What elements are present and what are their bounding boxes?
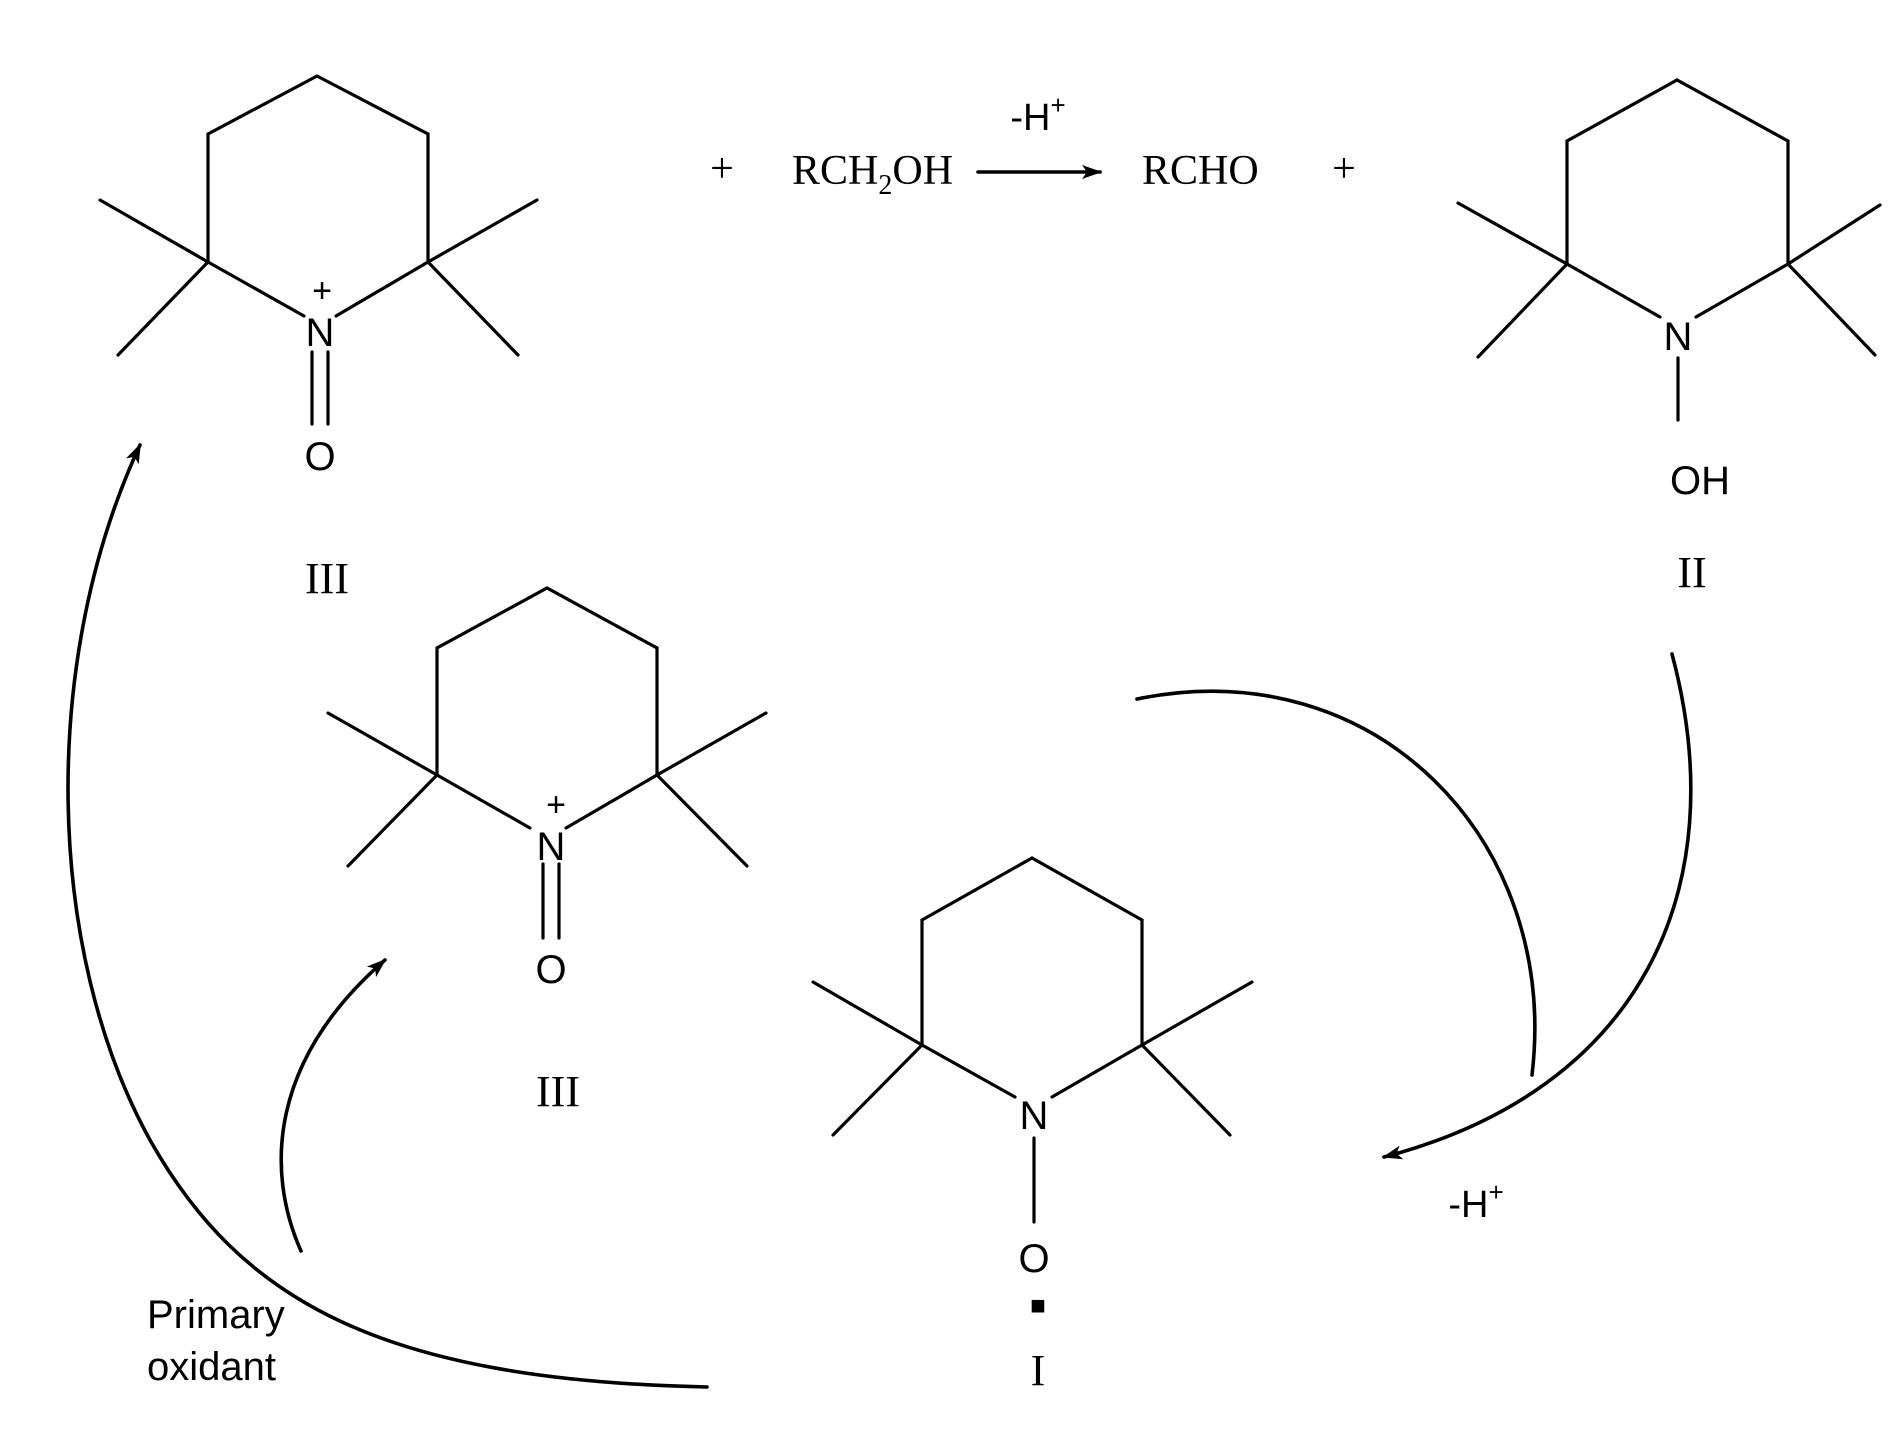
oxygen-atom: O	[535, 948, 566, 992]
primary-oxidant-label: oxidant	[147, 1345, 276, 1389]
deprotonation-label: -H+	[1448, 1177, 1503, 1226]
radical-dot: ■	[1030, 1290, 1046, 1320]
hydroxyl-group: OH	[1670, 459, 1730, 503]
reaction-equation: + RCH2OH -H+ RCHO +	[710, 90, 1356, 201]
arrow-II-to-I-deprotonation	[1384, 654, 1691, 1157]
compound-III-middle: N + O III	[328, 588, 766, 1116]
compound-II-top-right: N OH II	[1458, 80, 1880, 597]
positive-charge: +	[312, 272, 332, 310]
oxygen-atom: O	[304, 435, 335, 479]
plus-sign: +	[710, 146, 734, 192]
positive-charge: +	[546, 786, 566, 824]
oxygen-atom: O	[1018, 1237, 1049, 1281]
compound-III-top-left: N + O III	[100, 76, 537, 603]
product-rcho: RCHO	[1142, 148, 1259, 194]
nitrogen-atom: N	[306, 311, 335, 355]
nitrogen-atom: N	[1664, 315, 1693, 359]
nitrogen-atom: N	[1020, 1094, 1049, 1138]
arrow-primary-oxidant-to-III-middle	[281, 960, 385, 1251]
nitrogen-atom: N	[537, 825, 566, 869]
compound-label-I: I	[1031, 1346, 1046, 1395]
cycle-labels: -H+ Primary oxidant	[147, 1177, 1504, 1389]
arrow-label-deprotonation: -H+	[1010, 90, 1065, 139]
plus-sign: +	[1332, 146, 1356, 192]
compound-label-III: III	[536, 1067, 580, 1116]
arrow-primary-oxidant-to-III-top	[68, 445, 707, 1387]
compound-label-II: II	[1677, 548, 1706, 597]
arrow-III-to-I	[1137, 691, 1535, 1075]
reactant-rch2oh: RCH2OH	[792, 148, 953, 201]
primary-oxidant-label: Primary	[147, 1293, 285, 1337]
compound-I-bottom: N O ■ I	[813, 858, 1252, 1395]
compound-label-III: III	[305, 554, 349, 603]
